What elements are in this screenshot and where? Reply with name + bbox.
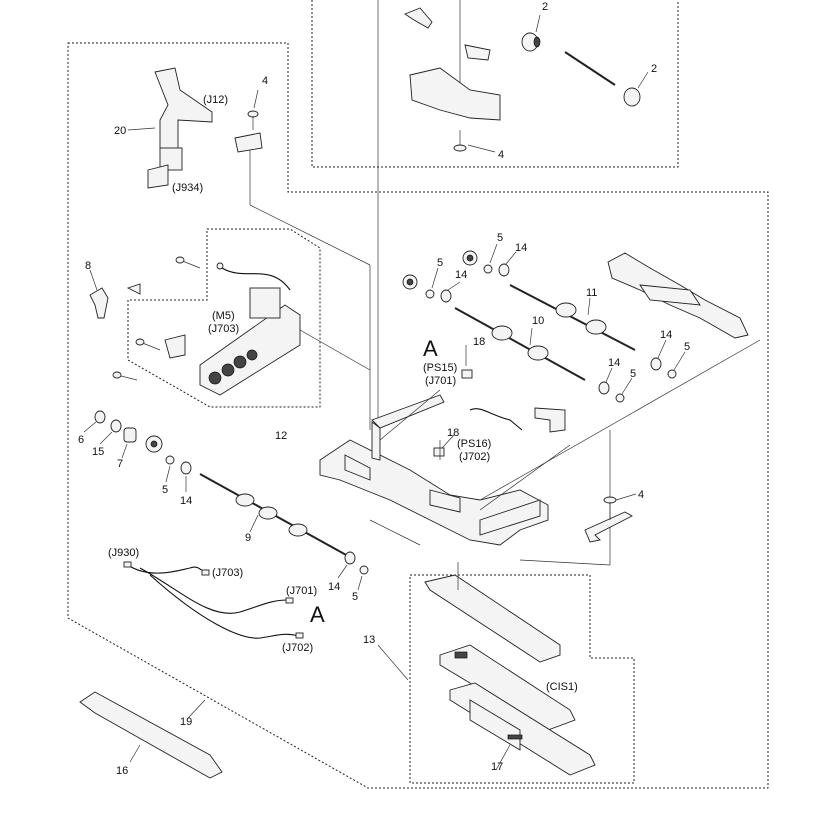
lever-8 <box>89 283 141 319</box>
top-lever <box>404 7 433 29</box>
gear-left <box>145 435 163 453</box>
part-15 <box>110 419 122 433</box>
label-10: 10 <box>532 315 544 327</box>
top-screw <box>453 130 467 152</box>
label-14-right-b: 14 <box>608 357 620 369</box>
top-roller-2 <box>623 87 641 107</box>
label-20: 20 <box>114 125 126 137</box>
part-5-lower <box>359 565 369 575</box>
wire-harness-j930 <box>123 561 304 639</box>
label-4-top: 4 <box>498 149 504 161</box>
connector-j12 <box>234 132 263 153</box>
sensor-ps16 <box>433 447 445 457</box>
label-16: 16 <box>116 765 128 777</box>
label-14-lower: 14 <box>328 581 340 593</box>
main-assembly-boundary <box>67 42 769 789</box>
part-5-right-b <box>615 393 625 403</box>
motor-bracket <box>164 334 186 359</box>
label-14-mid-a: 14 <box>455 269 467 281</box>
label-4-left: 4 <box>262 75 268 87</box>
roller-10 <box>454 307 586 381</box>
label-cis1: (CIS1) <box>546 681 578 693</box>
label-5-right-a: 5 <box>684 341 690 353</box>
right-guide-plate <box>607 252 749 339</box>
part-14-lower <box>344 551 356 565</box>
bottom-cover-16 <box>79 691 223 779</box>
callouts: 2 2 4 4 4 20 (J12) (J934) 8 (M5) (J703) … <box>78 1 690 777</box>
bracket-4-right <box>584 496 633 543</box>
motor-assembly <box>199 287 301 396</box>
label-5-lower: 5 <box>352 591 358 603</box>
label-5-mid-b: 5 <box>497 232 503 244</box>
label-m5: (M5) <box>212 310 235 322</box>
label-7: 7 <box>117 458 123 470</box>
label-15: 15 <box>92 446 104 458</box>
label-4-right: 4 <box>638 489 644 501</box>
label-ps16: (PS16) <box>457 438 491 450</box>
part-5-mid-a <box>425 289 435 299</box>
label-A-harness: A <box>310 602 325 627</box>
motor-harness <box>216 262 291 291</box>
label-14-left: 14 <box>180 495 192 507</box>
label-j930: (J930) <box>108 547 139 559</box>
label-A-frame: A <box>423 336 438 361</box>
screw-4-left <box>247 110 259 130</box>
label-5-mid-a: 5 <box>437 257 443 269</box>
label-j701-harness: (J701) <box>286 585 317 597</box>
label-17: 17 <box>491 761 503 773</box>
roller-9 <box>199 473 349 557</box>
motor-screw-2 <box>135 338 161 351</box>
part-5-mid-b <box>483 264 493 274</box>
spring-clip <box>469 408 523 431</box>
label-12: 12 <box>275 430 287 442</box>
label-5-left: 5 <box>162 484 168 496</box>
top-subassembly-boundary <box>311 0 679 168</box>
label-18-top: 18 <box>473 336 485 348</box>
label-6: 6 <box>78 434 84 446</box>
label-11: 11 <box>586 287 597 299</box>
sensor-ps15 <box>461 369 473 379</box>
part-14-left <box>180 461 192 475</box>
label-18-mid: 18 <box>447 427 459 439</box>
part-14-right-a <box>650 357 662 371</box>
gear-mid-2 <box>462 250 478 266</box>
label-j702-frame: (J702) <box>459 451 490 463</box>
label-j703-harness: (J703) <box>212 567 243 579</box>
label-2-top: 2 <box>542 1 548 13</box>
label-8: 8 <box>85 260 91 272</box>
part-7 <box>123 427 137 443</box>
cover-plate <box>534 407 566 433</box>
part-5-right-a <box>667 369 677 379</box>
cis-assembly <box>424 574 596 776</box>
label-5-right-b: 5 <box>630 368 636 380</box>
label-j934: (J934) <box>172 182 203 194</box>
part-14-mid-a <box>440 289 452 303</box>
central-frame <box>319 394 549 546</box>
label-19: 19 <box>180 716 192 728</box>
label-2-right: 2 <box>651 63 657 75</box>
part-6 <box>94 410 106 424</box>
motor-screw-1 <box>175 256 201 269</box>
label-14-mid-b: 14 <box>515 242 527 254</box>
label-ps15: (PS15) <box>423 362 457 374</box>
part-5-left <box>165 455 175 465</box>
label-j12: (J12) <box>203 94 228 106</box>
label-13: 13 <box>363 634 375 646</box>
label-14-right-a: 14 <box>660 329 672 341</box>
label-9: 9 <box>245 532 251 544</box>
top-guide-bracket <box>409 44 501 121</box>
motor-screw-3 <box>112 371 138 381</box>
roller-11 <box>509 284 636 351</box>
gear-mid-1 <box>402 274 418 290</box>
label-j702-harness: (J702) <box>282 642 313 654</box>
part-14-right-b <box>598 381 610 395</box>
top-roller-1 <box>521 32 541 52</box>
part-14-mid-b <box>498 263 510 277</box>
flat-cable <box>147 67 213 189</box>
label-j703-motor: (J703) <box>208 323 239 335</box>
label-j701-frame: (J701) <box>425 375 456 387</box>
cis-subassembly-boundary <box>409 574 635 784</box>
